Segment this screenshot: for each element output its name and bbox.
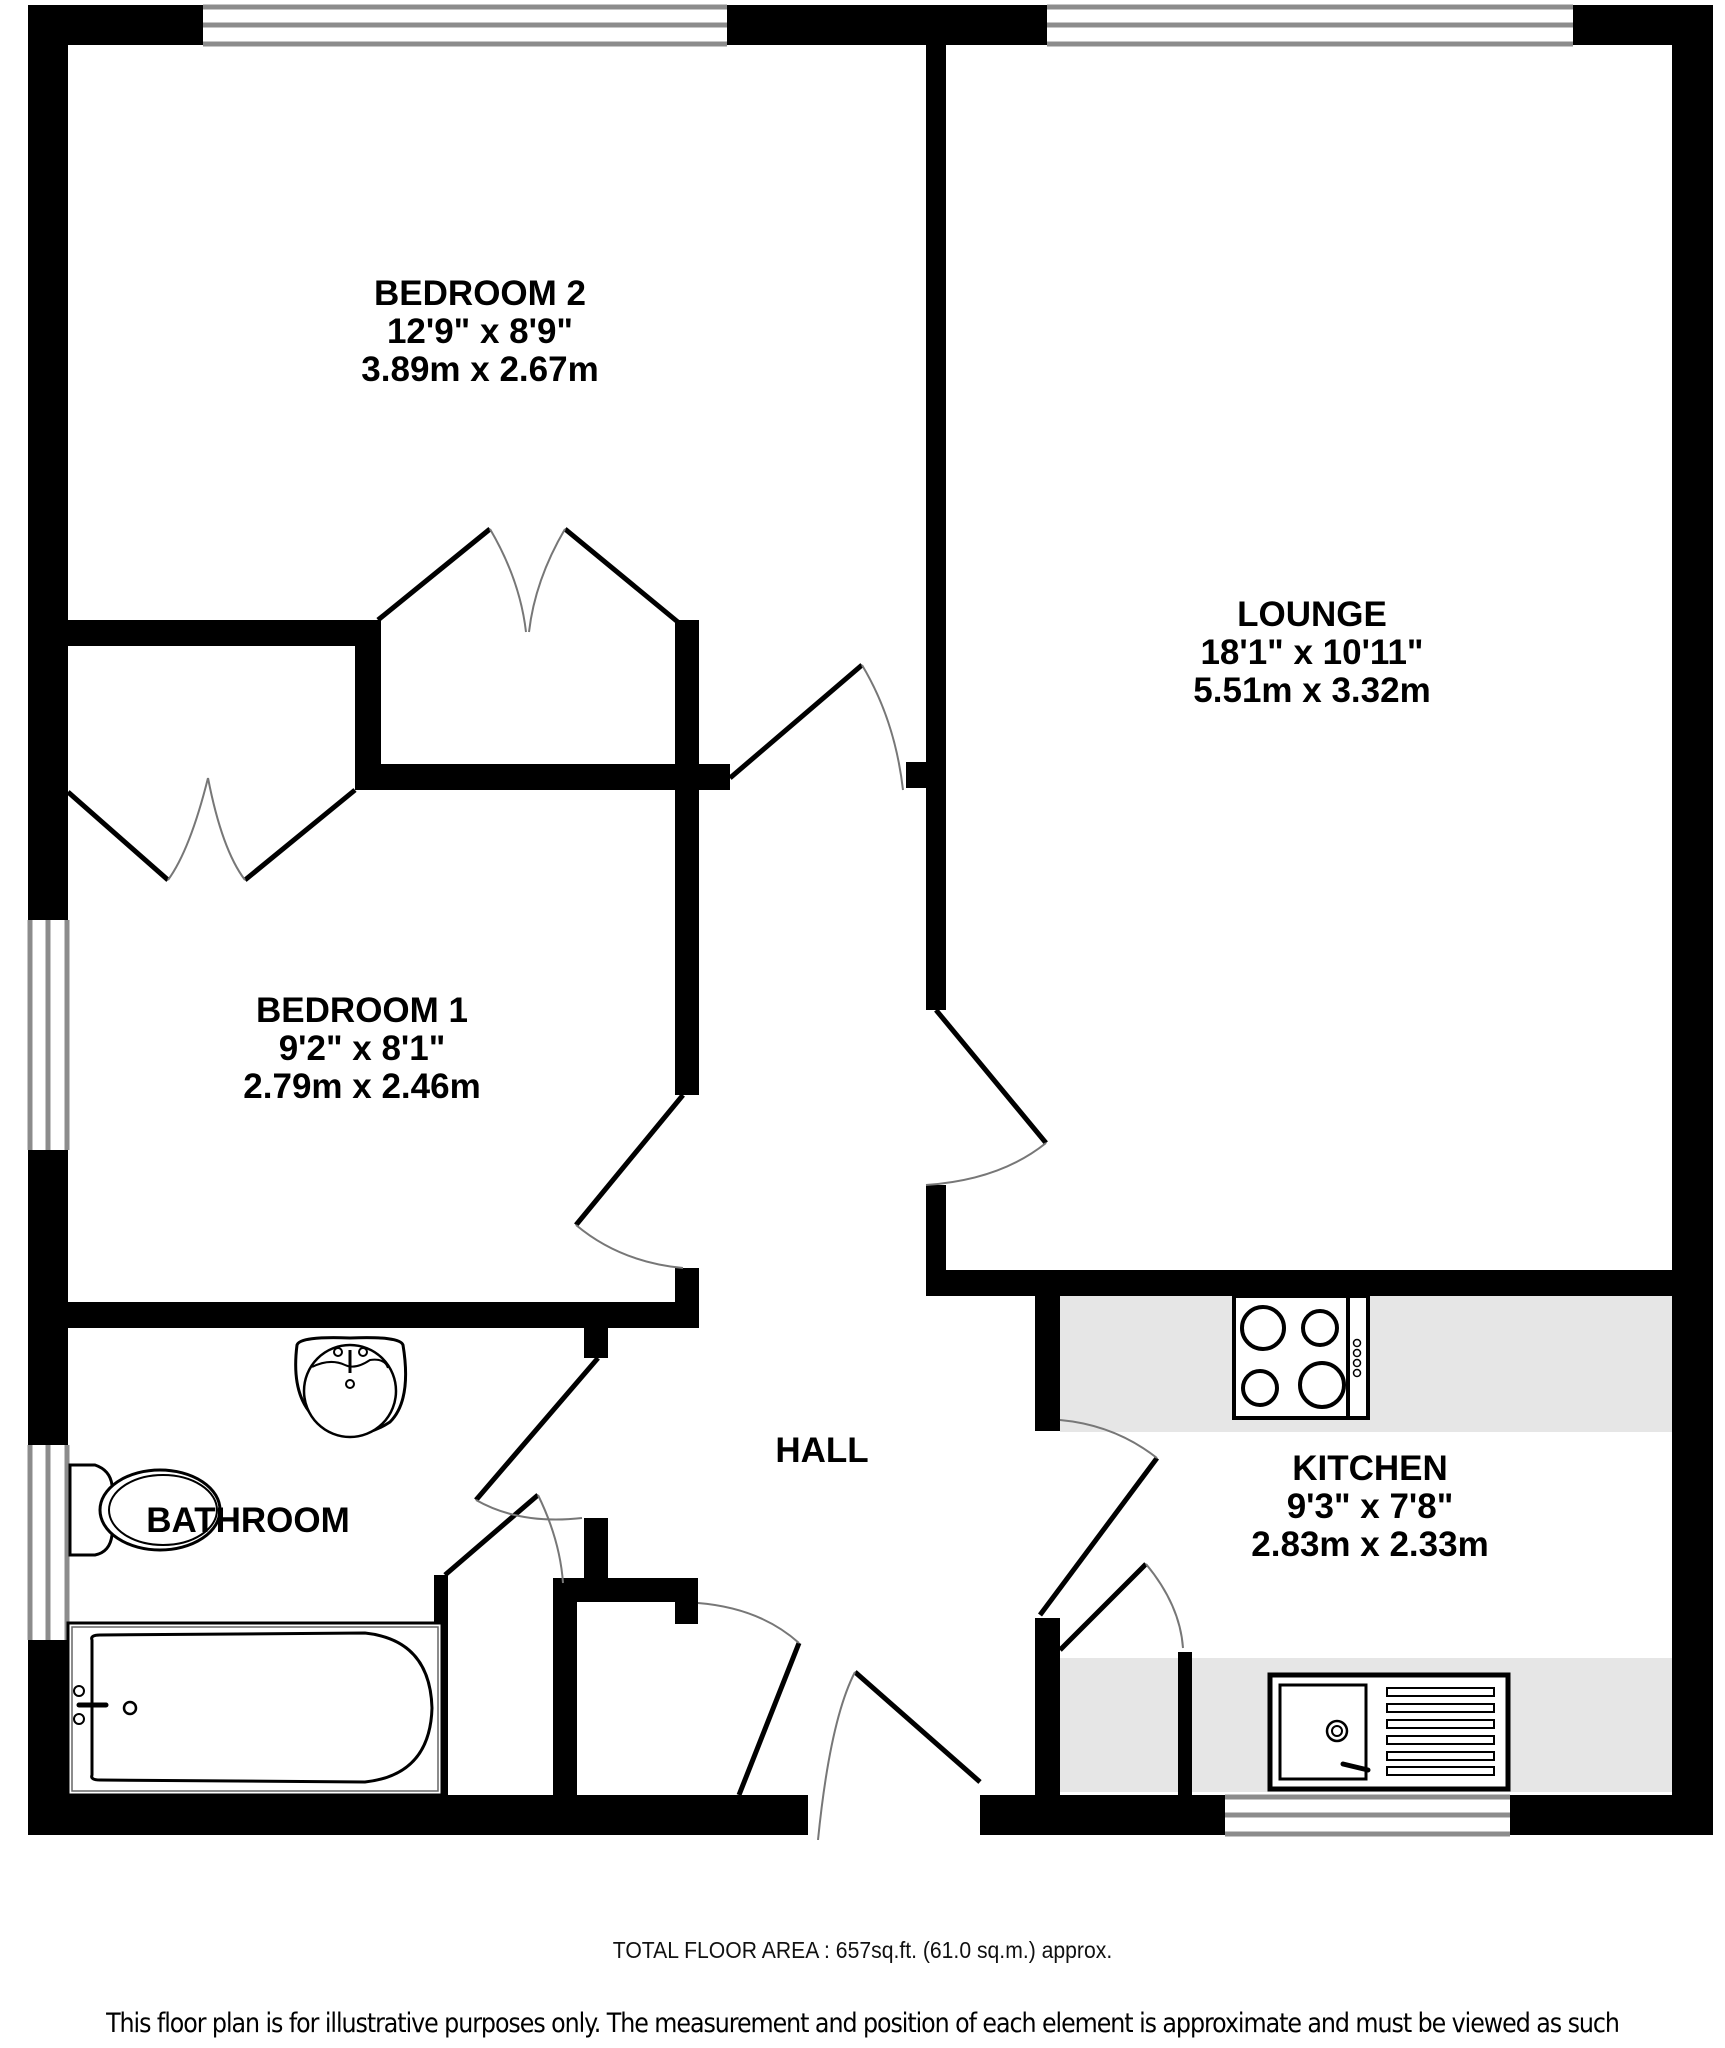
room-name: LOUNGE [1237, 595, 1387, 634]
room-name: BEDROOM 1 [256, 991, 468, 1030]
door-swing-arcs [167, 528, 1184, 1840]
room-dimensions-imperial: 18'1" x 10'11" [1200, 632, 1424, 672]
disclaimer-text: This floor plan is for illustrative purp… [106, 2008, 1620, 2039]
room-dimensions-imperial: 9'3" x 7'8" [1286, 1486, 1454, 1526]
room-name: BEDROOM 2 [374, 274, 586, 313]
room-dimensions-imperial: 9'2" x 8'1" [278, 1028, 446, 1068]
room-dimensions-metric: 3.89m x 2.67m [361, 349, 599, 389]
toilet-icon [68, 1463, 222, 1557]
room-dimensions-metric: 2.79m x 2.46m [243, 1066, 481, 1106]
room-name: KITCHEN [1292, 1449, 1448, 1488]
walls [28, 5, 1713, 1835]
washbasin-icon [294, 1336, 408, 1439]
room-name: HALL [775, 1431, 869, 1470]
room-name: BATHROOM [146, 1501, 350, 1540]
room-label-bedroom-2: BEDROOM 2 12'9" x 8'9" 3.89m x 2.67m [361, 275, 598, 388]
total-floor-area: TOTAL FLOOR AREA : 657sq.ft. (61.0 sq.m.… [612, 1937, 1113, 1963]
floor-plan [27, 4, 1713, 1840]
sink-icon [1267, 1672, 1511, 1792]
door-leaves [66, 527, 1160, 1796]
room-dimensions-imperial: 12'9" x 8'9" [386, 311, 574, 351]
room-label-hall: HALL [775, 1432, 868, 1470]
room-label-bathroom: BATHROOM [146, 1502, 350, 1540]
room-label-lounge: LOUNGE 18'1" x 10'11" 5.51m x 3.32m [1193, 596, 1430, 709]
windows [27, 4, 1573, 1837]
bathtub-icon [66, 1621, 444, 1797]
room-dimensions-metric: 5.51m x 3.32m [1193, 670, 1431, 710]
room-label-kitchen: KITCHEN 9'3" x 7'8" 2.83m x 2.33m [1251, 1450, 1488, 1563]
room-dimensions-metric: 2.83m x 2.33m [1251, 1524, 1489, 1564]
hob-icon [1232, 1294, 1370, 1420]
room-label-bedroom-1: BEDROOM 1 9'2" x 8'1" 2.79m x 2.46m [243, 992, 480, 1105]
